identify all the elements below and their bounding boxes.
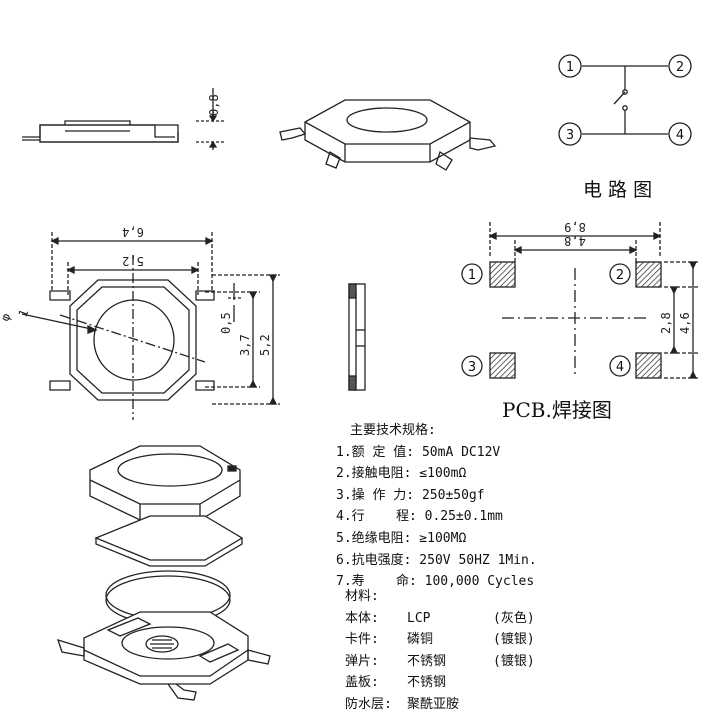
circuit-diagram [558,54,692,146]
material-value: 不锈钢 [407,675,447,691]
materials-heading: 材料: [345,589,379,604]
material-row: 弹片: 不锈钢 (镀银) [345,651,715,673]
materials-list: 材料: 本体: LCP (灰色) 卡件: 磷铜 (镀银) 弹片: 不锈钢 (镀银) 盖板: 不… [345,586,715,716]
spec-item: 2.接触电阻: ≤100mΩ [336,466,467,482]
material-name: 防水层: [345,696,392,712]
material-name: 本体: [345,610,379,626]
material-value: 磷铜 [407,632,434,648]
dim-3-7-label: 3,7 [238,334,252,356]
spec-item: 5.绝缘电阻: ≥100MΩ [336,530,467,546]
material-value: LCP [407,610,431,626]
pcb-dim-2-8-label: 2,8 [659,312,673,334]
pin-3-label: 3 [566,128,574,143]
material-row: 防水层: 聚酰亚胺 [345,694,715,716]
dim-diameter-label: 1 [16,307,32,319]
material-name: 弹片: [345,653,379,669]
dim-diameter-symbol: φ [0,311,13,323]
pcb-pad-4-label: 4 [616,360,624,375]
material-row: 卡件: 磷铜 (镀银) [345,629,715,651]
pin-4-circle [668,122,692,146]
pcb-pad-1-label: 1 [468,268,476,283]
spec-item: 1.额 定 值: 50mA DC12V [336,444,501,460]
pcb-pad-2 [635,261,662,288]
technical-specs: 主要技术规格: 1.额 定 值: 50mA DC12V 2.接触电阻: ≤100… [336,420,716,593]
material-row: 盖板: 不锈钢 [345,672,715,694]
dim-5-2-top-label: 5,2 [122,254,144,268]
pcb-dim-8-9-label: 8,9 [564,220,586,234]
dim-0-5-label: 0,5 [219,312,233,334]
pcb-title: PCB.焊接图 [502,398,612,422]
spec-item: 4.行 程: 0.25±0.1mm [336,509,503,525]
pcb-pad-4 [635,352,662,379]
pcb-dim-4-6-label: 4,6 [678,312,692,334]
top-view [21,232,280,420]
pcb-pad-2-label: 2 [616,268,624,283]
dim-5-2-right-label: 5,2 [258,334,272,356]
material-name: 卡件: [345,632,379,648]
circuit-title: 电 路 图 [583,179,652,201]
pcb-pad-3-label: 3 [468,360,476,375]
spec-item: 6.抗电强度: 250V 50HZ 1Min. [336,552,537,568]
dim-0-8-label: 0,8 [207,94,221,116]
material-name: 盖板: [345,675,379,691]
material-note: (镀银) [493,632,535,648]
pin-2-circle [668,54,692,78]
pin-3-circle [558,122,582,146]
pin-2-label: 2 [676,60,684,75]
spec-item: 7.寿 命: 100,000 Cycles [336,574,535,590]
pin-1-label: 1 [566,60,574,75]
side-view [22,88,225,150]
pcb-footprint [461,222,700,379]
isometric-view [279,99,497,171]
pin-4-label: 4 [676,128,684,143]
pin-1-circle [558,54,582,78]
material-note: (灰色) [493,610,535,626]
pcb-pad-3 [489,352,516,379]
material-value: 聚酰亚胺 [407,696,460,712]
material-value: 不锈钢 [407,653,447,669]
material-note: (镀银) [493,653,535,669]
material-row: 本体: LCP (灰色) [345,608,715,630]
spec-item: 3.操 作 力: 250±50gf [336,487,485,503]
exploded-view [56,445,271,701]
pcb-pad-1 [489,261,516,288]
pcb-dim-4-8-label: 4,8 [564,234,586,248]
side-profile-view [348,283,366,391]
dim-6-4-label: 6,4 [122,225,144,239]
specs-heading: 主要技术规格: [350,423,436,438]
